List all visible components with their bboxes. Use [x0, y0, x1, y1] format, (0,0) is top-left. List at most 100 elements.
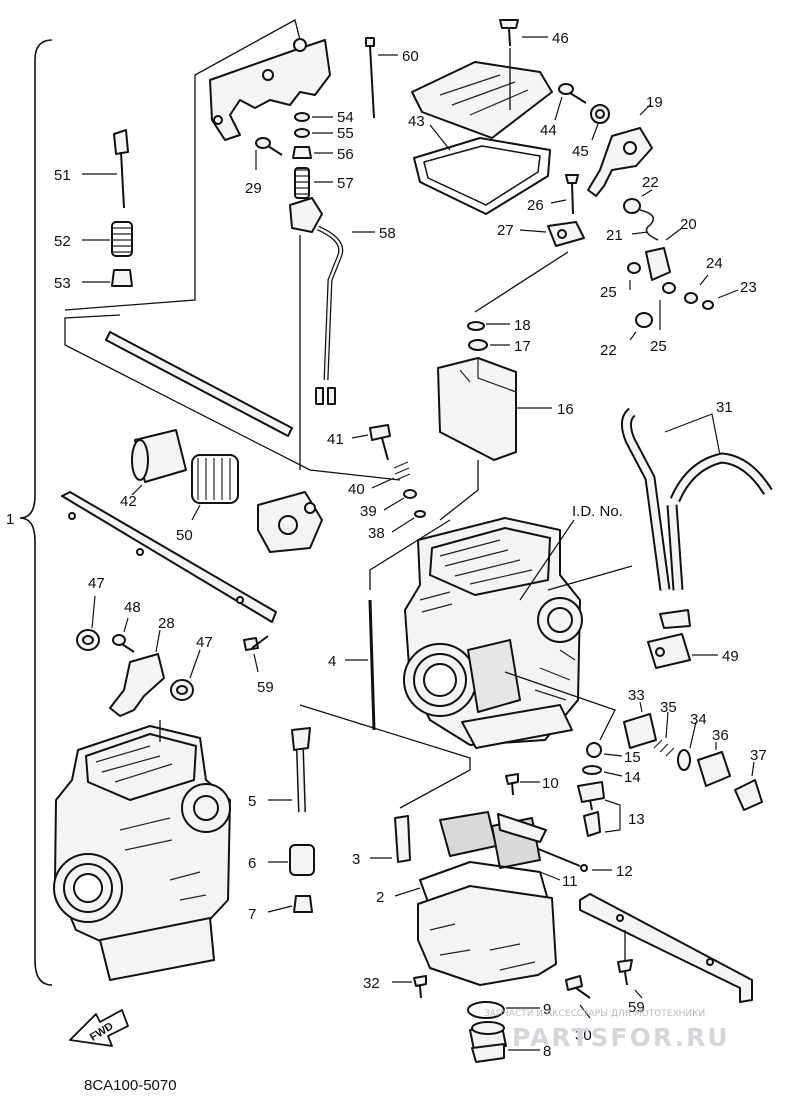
callout-29: 29	[245, 180, 262, 197]
callout-3: 3	[352, 851, 360, 868]
callout-50: 50	[176, 527, 193, 544]
parts-38-41: 41 40 39 38	[327, 424, 426, 542]
callout-30: 30	[575, 1027, 592, 1044]
callout-11: 11	[562, 873, 578, 890]
callout-1: 1	[6, 511, 14, 528]
callout-34: 34	[690, 711, 707, 728]
callout-49: 49	[722, 648, 739, 665]
callout-25-left: 25	[600, 284, 617, 301]
parts-2-11: 11 2	[299, 704, 578, 986]
mounting-plate	[579, 893, 753, 1003]
parts-51-53: 51 52 53	[54, 129, 133, 292]
parts-33-37: 33 35 34 36 37	[623, 687, 767, 811]
part-60-rod: 60	[365, 37, 419, 119]
callout-16: 16	[557, 401, 574, 418]
callout-28: 28	[158, 615, 175, 632]
parts-43-46: 46 43	[408, 19, 569, 215]
callout-8: 8	[543, 1043, 551, 1060]
callout-37: 37	[750, 747, 767, 764]
callout-40: 40	[348, 481, 365, 498]
part-29-screw: 29	[245, 137, 283, 197]
id-no-label: I.D. No.	[572, 503, 623, 520]
callout-45: 45	[572, 143, 589, 160]
callout-56: 56	[337, 146, 354, 163]
callout-43: 43	[408, 113, 425, 130]
part-49: 49	[647, 609, 739, 669]
assembly-bracket: 1	[6, 39, 53, 986]
parts-26-27: 26 27	[474, 174, 585, 313]
callout-5: 5	[248, 793, 256, 810]
callout-53: 53	[54, 275, 71, 292]
drawing-code: 8CA100-5070	[84, 1077, 177, 1094]
callout-25-right: 25	[650, 338, 667, 355]
parts-3-7: 3 5 6 7	[248, 727, 411, 923]
parts-8-9: 9 8	[467, 1001, 551, 1063]
callout-38: 38	[368, 525, 385, 542]
callout-9: 9	[543, 1001, 551, 1018]
part-16-slide: 16	[437, 357, 574, 521]
watermark-logo: PARTSFOR.RU	[512, 1023, 730, 1052]
callout-22-top: 22	[642, 174, 659, 191]
parts-30-32: 32 30	[363, 975, 592, 1044]
callout-58: 58	[379, 225, 396, 242]
callout-35: 35	[660, 699, 677, 716]
callout-20: 20	[680, 216, 697, 233]
callout-13: 13	[628, 811, 645, 828]
watermark: ЗАПЧАСТИ И АКСЕССУАРЫ ДЛЯ МОТОТЕХНИКИ PA…	[484, 1009, 730, 1052]
callout-36: 36	[712, 727, 729, 744]
callout-18: 18	[514, 317, 531, 334]
callout-44: 44	[540, 122, 557, 139]
parts-20-25: 22 21 20 25 25 22 24 23	[600, 174, 757, 359]
callout-26: 26	[527, 197, 544, 214]
callout-6: 6	[248, 855, 256, 872]
part-4-needle: 4	[328, 519, 451, 731]
callout-52: 52	[54, 233, 71, 250]
callout-21: 21	[606, 227, 623, 244]
assembled-carburetor	[53, 720, 231, 981]
parts-28-47-48: 28 47 47 48	[76, 575, 213, 717]
callout-4: 4	[328, 653, 336, 670]
callout-54: 54	[337, 109, 354, 126]
callout-51: 51	[54, 167, 71, 184]
watermark-text: ЗАПЧАСТИ И АКСЕССУАРЫ ДЛЯ МОТОТЕХНИКИ	[484, 1009, 705, 1019]
parts-10-15: 15 14 13 10 12	[505, 742, 645, 880]
part-59-screws: 59 59	[243, 635, 645, 1016]
callout-10: 10	[542, 775, 559, 792]
callout-60: 60	[402, 48, 419, 65]
callout-23: 23	[740, 279, 757, 296]
callout-33: 33	[628, 687, 645, 704]
link-rod	[61, 491, 277, 623]
callout-32: 32	[363, 975, 380, 992]
parts-42-50: 42 50	[120, 429, 323, 553]
parts-17-18: 18 17	[467, 317, 531, 355]
part-19-lever: 19	[587, 94, 663, 197]
callout-24: 24	[706, 255, 723, 272]
callout-22-bottom: 22	[600, 342, 617, 359]
main-carburetor-body: I.D. No.	[403, 503, 633, 749]
throttle-bracket	[64, 19, 331, 311]
callout-7: 7	[248, 906, 256, 923]
callout-2: 2	[376, 889, 384, 906]
callout-47-left: 47	[88, 575, 105, 592]
callout-14: 14	[624, 769, 641, 786]
callout-42: 42	[120, 493, 137, 510]
callout-31: 31	[716, 399, 733, 416]
callout-17: 17	[514, 338, 531, 355]
callout-59-top: 59	[257, 679, 274, 696]
callout-19: 19	[646, 94, 663, 111]
callout-12: 12	[616, 863, 633, 880]
callout-46: 46	[552, 30, 569, 47]
callout-48: 48	[124, 599, 141, 616]
callout-41: 41	[327, 431, 344, 448]
callout-39: 39	[360, 503, 377, 520]
part-58-sensor: 58	[289, 197, 396, 470]
callout-27: 27	[497, 222, 514, 239]
throttle-shaft	[64, 314, 401, 481]
callout-47-right: 47	[196, 634, 213, 651]
callout-55: 55	[337, 125, 354, 142]
fwd-arrow-icon: FWD	[69, 1009, 129, 1047]
parts-54-57: 54 55 56 57	[292, 109, 354, 199]
part-31-hoses: 31	[621, 399, 773, 591]
callout-59-bottom: 59	[628, 999, 645, 1016]
